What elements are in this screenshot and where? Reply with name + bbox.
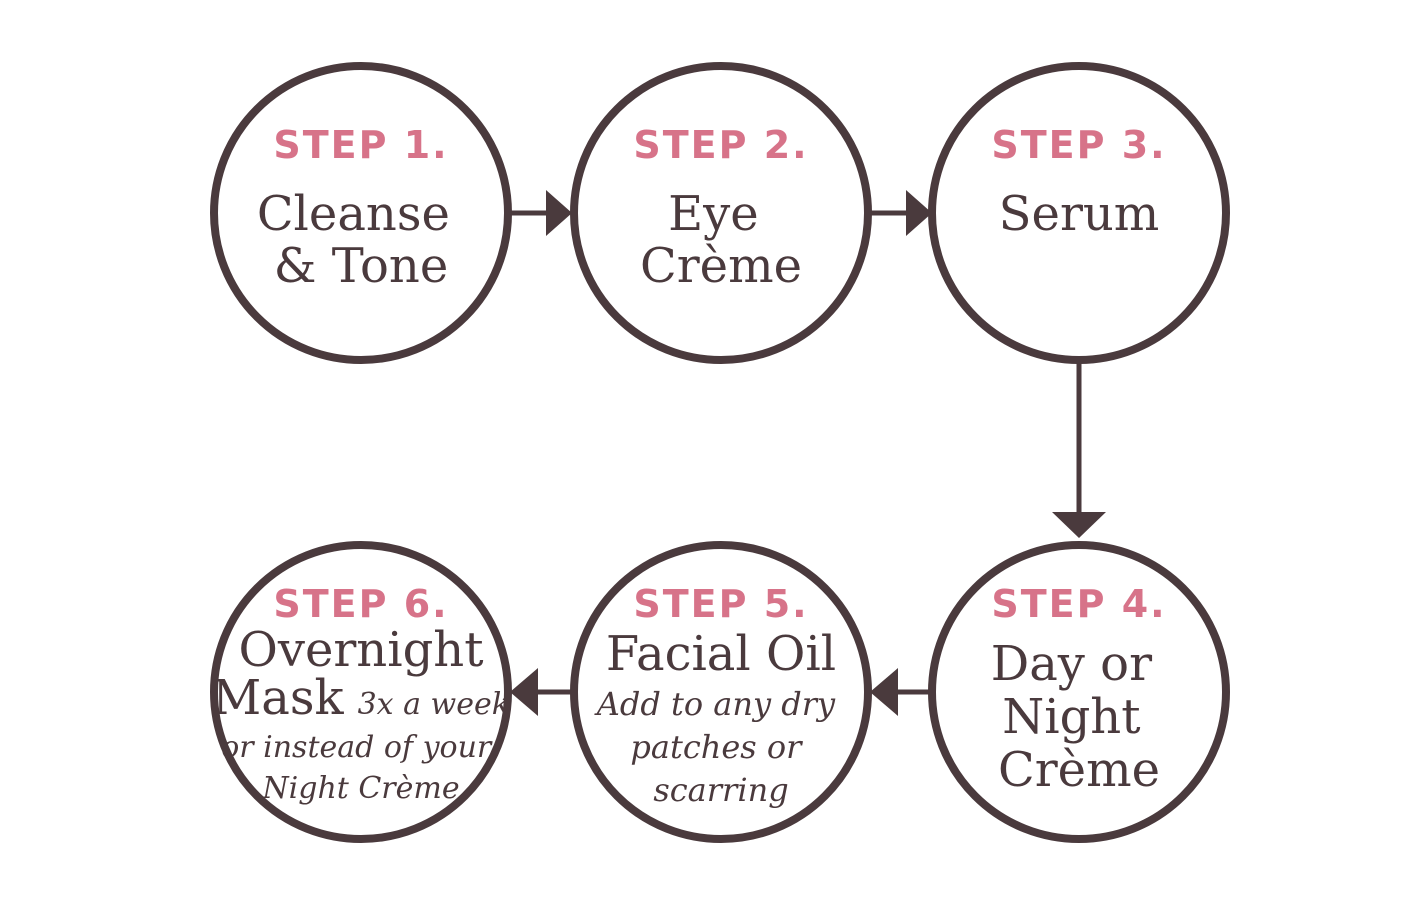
- step-1-circle: [210, 62, 512, 364]
- step-2-title-line-2: Crème: [640, 238, 802, 294]
- step-5-title: Facial Oil: [606, 626, 836, 682]
- step-4-title-line-3: Crème: [998, 742, 1160, 798]
- step-6-note: or instead of your Night Crème: [221, 730, 501, 806]
- arrowhead-2-3-icon: [906, 190, 932, 236]
- step-5-note-line-3: scarring: [653, 771, 788, 809]
- step-6-inline-note: 3x a week: [358, 687, 510, 722]
- arrowhead-4-5-icon: [870, 668, 898, 716]
- step-6-label: STEP 6.: [273, 582, 448, 626]
- step-1-title: Cleanse & Tone: [257, 186, 465, 294]
- step-4-label: STEP 4.: [991, 582, 1166, 626]
- step-3-label: STEP 3.: [991, 123, 1166, 167]
- step-4-circle: [928, 541, 1230, 843]
- step-2-label: STEP 2.: [633, 123, 808, 167]
- step-6-title-line-2: Mask 3x a week: [212, 670, 510, 726]
- step-1-title-line-2: & Tone: [274, 238, 449, 294]
- step-5: STEP 5. Facial Oil Add to any dry patche…: [570, 541, 872, 843]
- arrowhead-5-6-icon: [510, 668, 538, 716]
- step-6-title: Overnight: [238, 622, 483, 678]
- step-5-label: STEP 5.: [633, 582, 808, 626]
- step-4-title-line-2: Night: [1002, 689, 1140, 745]
- step-2-title: Eye Crème: [640, 186, 802, 294]
- step-3-circle: [928, 62, 1230, 364]
- step-6-mask-text: Mask: [212, 670, 344, 726]
- connectors: [510, 190, 1106, 716]
- step-5-note-line-2: patches or: [630, 728, 803, 766]
- step-5-note-line-1: Add to any dry: [594, 685, 836, 723]
- step-6: STEP 6. Overnight Mask 3x a week or inst…: [210, 541, 512, 843]
- step-2-title-line-1: Eye: [668, 186, 759, 242]
- step-2: STEP 2. Eye Crème: [570, 62, 872, 364]
- step-6-note-line-1: or instead of your: [221, 730, 493, 765]
- step-5-circle: [570, 541, 872, 843]
- step-1-label: STEP 1.: [273, 123, 448, 167]
- step-3: STEP 3. Serum: [928, 62, 1230, 364]
- step-5-note: Add to any dry patches or scarring: [594, 685, 846, 809]
- step-1: STEP 1. Cleanse & Tone: [210, 62, 512, 364]
- step-4-title-line-1: Day or: [991, 636, 1152, 692]
- step-2-circle: [570, 62, 872, 364]
- step-1-title-line-1: Cleanse: [257, 186, 450, 242]
- arrowhead-1-2-icon: [546, 190, 572, 236]
- step-6-note-line-2: Night Crème: [261, 771, 459, 806]
- step-4-title: Day or Night Crème: [991, 636, 1168, 798]
- step-4: STEP 4. Day or Night Crème: [928, 541, 1230, 843]
- step-6-circle: [210, 541, 512, 843]
- arrowhead-3-4-icon: [1052, 512, 1106, 538]
- step-3-title: Serum: [999, 186, 1160, 242]
- step-3-title-line-1: Serum: [999, 186, 1160, 242]
